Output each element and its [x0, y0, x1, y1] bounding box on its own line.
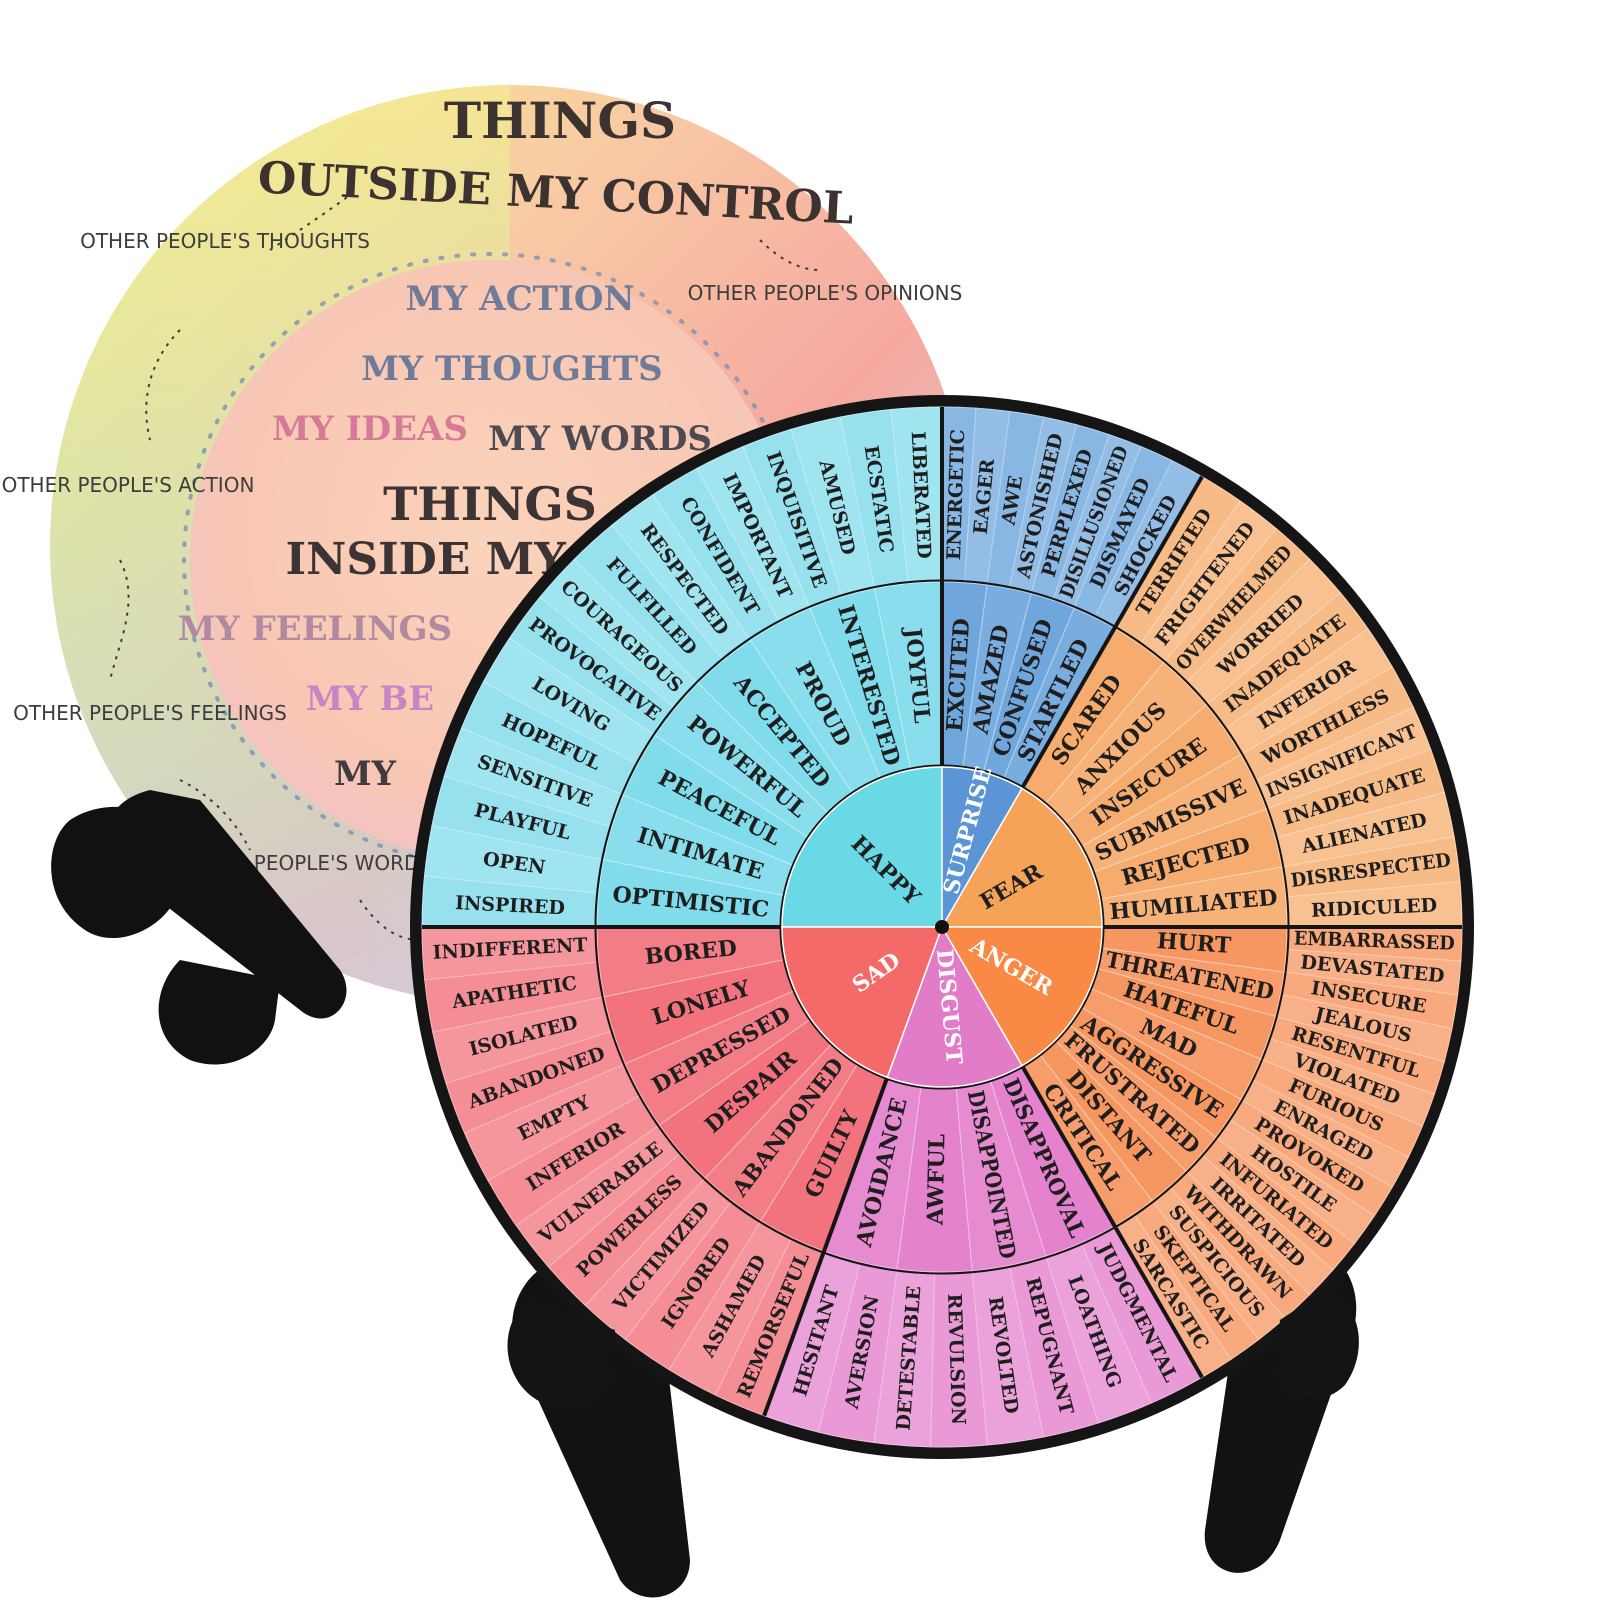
- inner-items: MY ACTION MY THOUGHTS MY IDEAS MY WORDS …: [178, 279, 712, 794]
- core-segment-disgust: [886, 925, 1024, 1088]
- core-segment-fear: [940, 787, 1103, 928]
- label-others-feelings: OTHER PEOPLE'S FEELINGS: [13, 701, 287, 725]
- outer-title-line1: THINGS: [444, 91, 676, 150]
- middle-label-awful: AWFUL: [922, 1134, 950, 1227]
- outer-label-ridiculed: RIDICULED: [1311, 894, 1438, 921]
- outer-label-inspired: INSPIRED: [455, 892, 566, 919]
- outer-dashed-dividers: [109, 194, 821, 941]
- outer-label-revulsion: REVULSION: [943, 1293, 969, 1425]
- middle-label-hurt: HURT: [1156, 928, 1232, 959]
- inner-item-feelings: MY FEELINGS: [178, 609, 452, 649]
- label-others-action: OTHER PEOPLE'S ACTION: [2, 473, 255, 497]
- core-segment-anger: [940, 926, 1103, 1067]
- center-pin: [935, 920, 949, 934]
- core-segment-sad: [781, 926, 944, 1079]
- feelings-wheel: INSPIREDOPENPLAYFULSENSITIVEHOPEFULLOVIN…: [410, 395, 1474, 1459]
- inner-item-action: MY ACTION: [405, 279, 634, 319]
- group-divider: [762, 1076, 890, 1417]
- label-others-opinions: OTHER PEOPLE'S OPINIONS: [688, 281, 963, 305]
- back-stand: [51, 790, 347, 1065]
- group-divider: [1020, 1064, 1204, 1379]
- label-others-thoughts: OTHER PEOPLE'S THOUGHTS: [80, 229, 370, 253]
- front-stand: [507, 1290, 1359, 1408]
- inner-item-words: MY WORDS: [488, 419, 712, 459]
- inner-item-ideas: MY IDEAS: [272, 409, 468, 449]
- inner-item-thoughts: MY THOUGHTS: [361, 349, 662, 389]
- core-segment-happy: [781, 766, 943, 928]
- inner-title-line1: THINGS: [383, 477, 597, 531]
- group-divider: [1020, 475, 1204, 790]
- inner-item-be: MY BE: [306, 679, 434, 719]
- outer-label-energetic: ENERGETIC: [943, 429, 969, 561]
- control-board: THINGS OUTSIDE MY CONTROL OTHER PEOPLE'S…: [2, 85, 970, 1005]
- inner-item-my: MY: [334, 754, 397, 794]
- outer-label-embarrassed: EMBARRASSED: [1293, 928, 1455, 955]
